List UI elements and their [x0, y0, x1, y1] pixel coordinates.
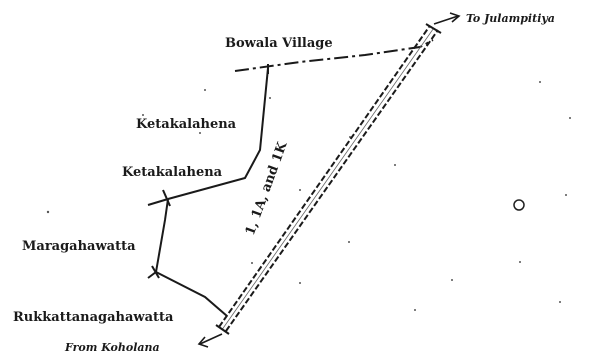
main-road-center	[222, 28, 434, 330]
ketakalahena-road-segment	[167, 67, 269, 200]
label-rukkattanagahawatta: Rukkattanagahawatta	[13, 310, 174, 325]
scan-speckles	[46, 81, 571, 311]
arrow-from-icon	[197, 333, 223, 348]
road-tick	[162, 189, 171, 207]
village-road	[147, 39, 434, 317]
main-road-edge-right	[225, 29, 439, 332]
road-tick	[151, 265, 160, 279]
bowala-road-segment	[234, 39, 434, 72]
arrow-to-icon	[433, 12, 461, 25]
main-road-edge-left	[218, 26, 430, 328]
label-to-julampitiya: To Julampitiya	[466, 12, 555, 25]
main-road-cap-bottom	[215, 324, 230, 335]
ring-symbol	[513, 199, 525, 211]
maragahawatta-road-segment	[147, 198, 169, 279]
label-ketakalahena-upper: Ketakalahena	[136, 117, 237, 132]
label-bowala-village: Bowala Village	[225, 36, 333, 51]
main-road	[215, 23, 442, 335]
rukkattanagahawatta-road-segment	[155, 271, 228, 317]
label-lots: 1, 1A, and 1K	[243, 139, 291, 237]
main-road-cap-top	[425, 23, 442, 34]
label-maragahawatta: Maragahawatta	[22, 239, 136, 254]
ketakalahena-spur	[147, 198, 169, 206]
label-from-koholana: From Koholana	[64, 341, 160, 354]
label-ketakalahena-lower: Ketakalahena	[122, 165, 223, 180]
